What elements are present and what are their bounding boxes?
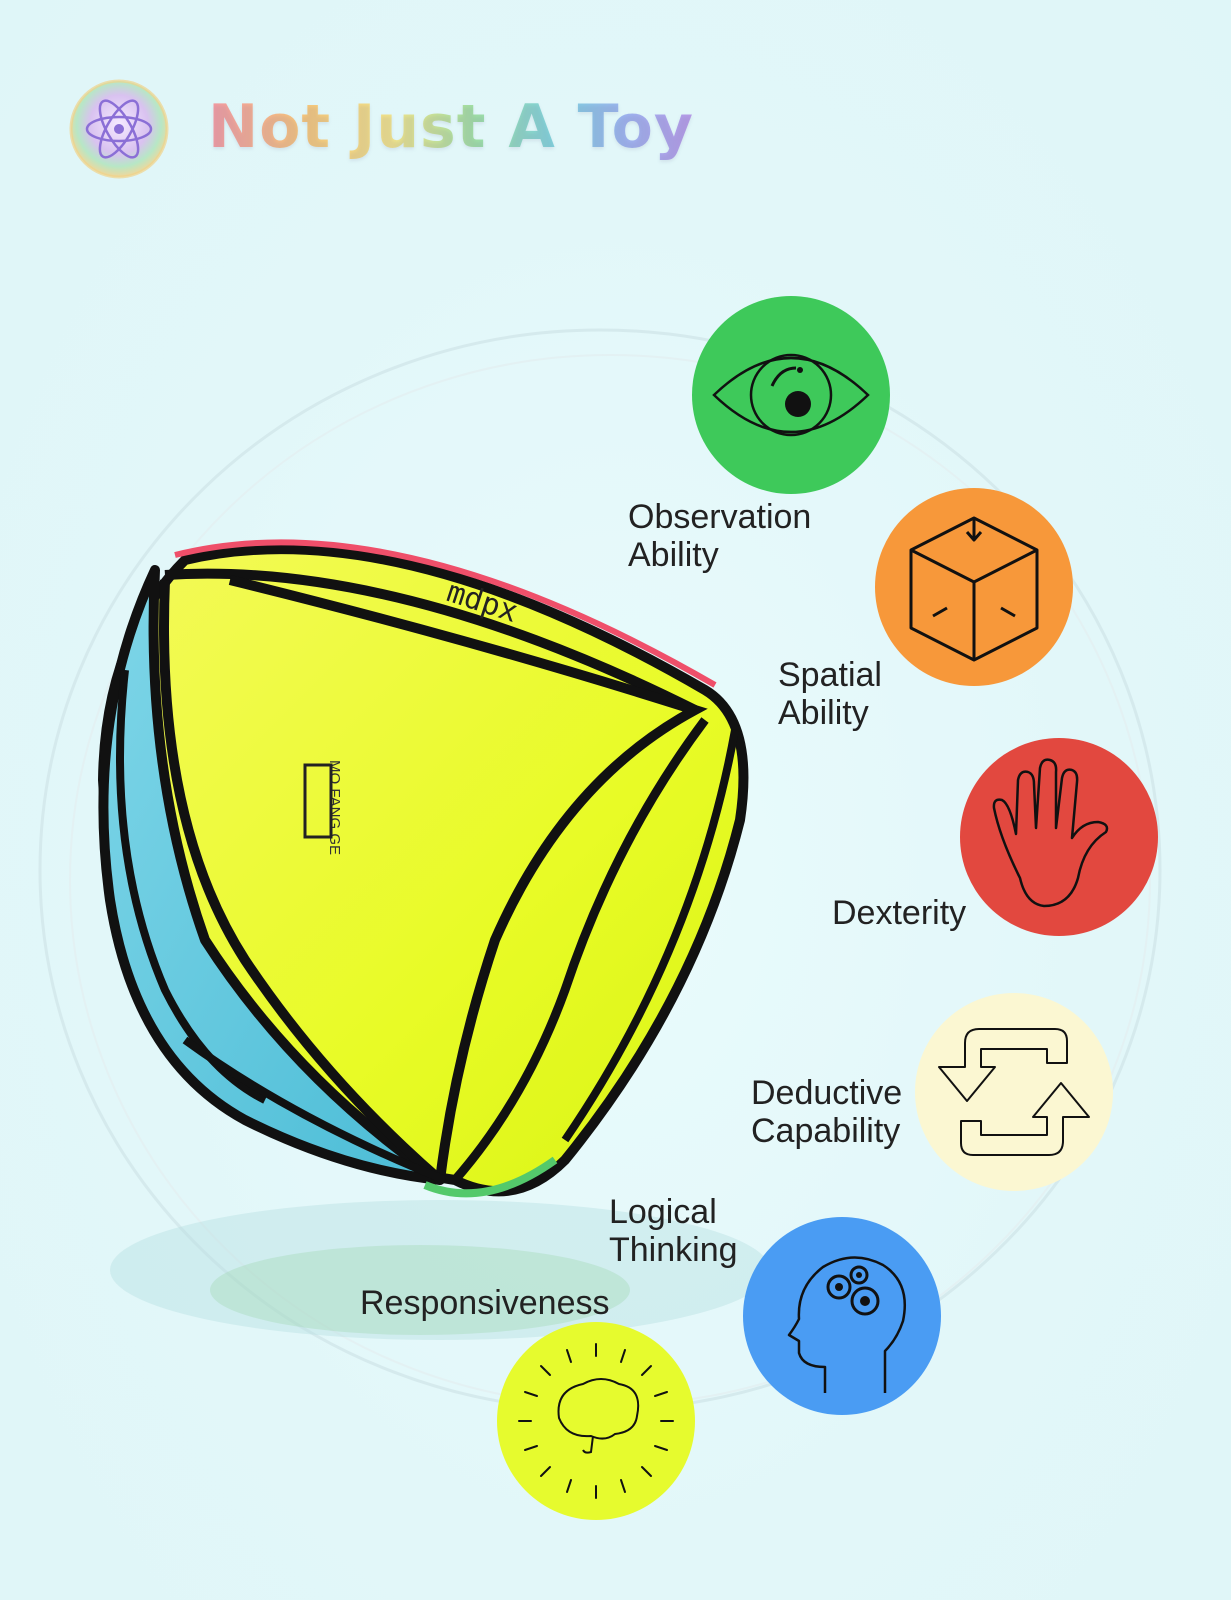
ability-label-dexterity: Dexterity	[832, 894, 967, 932]
cube-icon	[875, 488, 1073, 686]
ability-label-responsiveness: Responsiveness	[360, 1284, 610, 1322]
page-title: Not Just A Toy	[208, 92, 694, 172]
eye-icon	[692, 296, 890, 494]
puzzle-cube-image: mdpx MO FANG GE	[98, 539, 749, 1198]
product-logo-text: MO FANG GE	[326, 760, 343, 855]
head-gears-icon	[743, 1217, 941, 1415]
hand-icon	[960, 738, 1158, 936]
cycle-arrows-icon	[915, 993, 1113, 1191]
brain-spark-icon	[497, 1322, 695, 1520]
atom-icon	[68, 78, 170, 180]
